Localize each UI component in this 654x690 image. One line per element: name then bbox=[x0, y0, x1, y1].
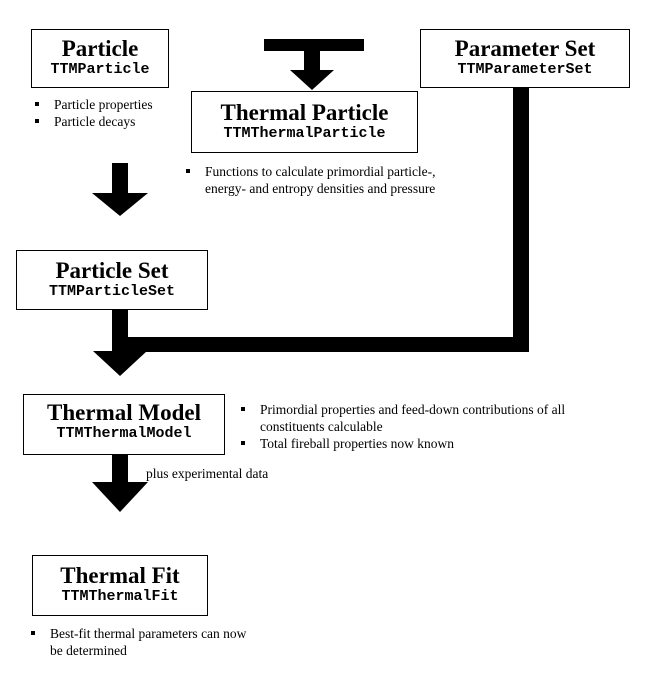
node-title: Parameter Set bbox=[454, 36, 596, 61]
node-class-name: TTMThermalParticle bbox=[223, 125, 386, 142]
notes-particle: Particle properties Particle decays bbox=[34, 96, 194, 130]
node-title: Thermal Fit bbox=[60, 563, 180, 588]
arrow-particle-to-particle-set bbox=[92, 163, 148, 216]
note-item: Total fireball properties now known bbox=[240, 435, 570, 452]
notes-thermal-model: Primordial properties and feed-down cont… bbox=[240, 401, 570, 452]
node-particle: Particle TTMParticle bbox=[31, 29, 169, 88]
node-parameter-set: Parameter Set TTMParameterSet bbox=[420, 29, 630, 88]
node-class-name: TTMThermalFit bbox=[61, 588, 179, 605]
notes-thermal-fit: Best-fit thermal parameters can now be d… bbox=[30, 625, 260, 659]
note-item: Primordial properties and feed-down cont… bbox=[240, 401, 570, 435]
node-thermal-particle: Thermal Particle TTMThermalParticle bbox=[191, 91, 418, 153]
node-title: Thermal Particle bbox=[220, 100, 389, 125]
arrow-into-thermal-particle bbox=[264, 39, 364, 90]
node-title: Thermal Model bbox=[47, 400, 201, 425]
notes-thermal-particle: Functions to calculate primordial partic… bbox=[185, 163, 445, 197]
node-title: Particle bbox=[61, 36, 139, 61]
node-class-name: TTMParticle bbox=[50, 61, 150, 78]
node-thermal-fit: Thermal Fit TTMThermalFit bbox=[32, 555, 208, 616]
edge-label-experimental-data: plus experimental data bbox=[146, 466, 269, 481]
note-item: Functions to calculate primordial partic… bbox=[185, 163, 445, 197]
node-class-name: TTMParameterSet bbox=[457, 61, 593, 78]
arrow-particle-set-to-thermal-model bbox=[93, 310, 147, 376]
node-class-name: TTMParticleSet bbox=[48, 283, 176, 300]
node-thermal-model: Thermal Model TTMThermalModel bbox=[23, 394, 225, 455]
node-class-name: TTMThermalModel bbox=[56, 425, 192, 442]
note-item: Best-fit thermal parameters can now be d… bbox=[30, 625, 260, 659]
note-item: Particle decays bbox=[34, 113, 194, 130]
node-title: Particle Set bbox=[55, 258, 169, 283]
node-particle-set: Particle Set TTMParticleSet bbox=[16, 250, 208, 310]
note-item: Particle properties bbox=[34, 96, 194, 113]
connector-parameter-set bbox=[120, 88, 529, 352]
